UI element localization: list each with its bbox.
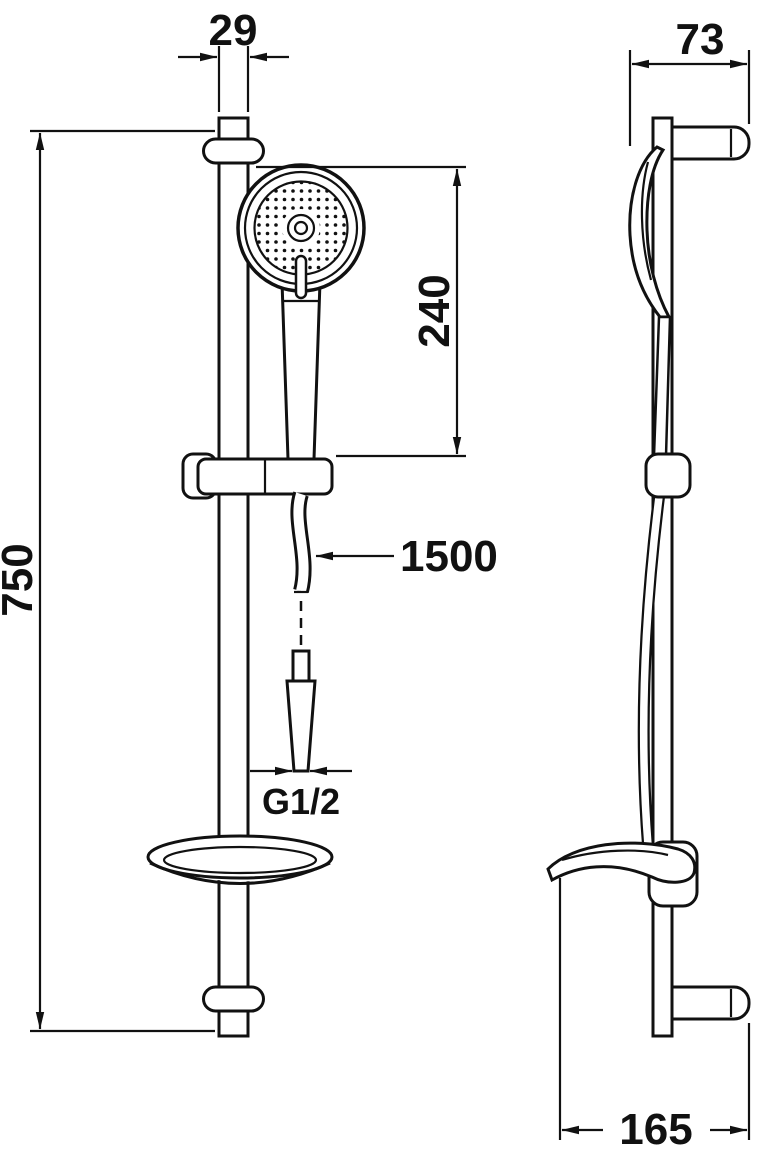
side-hose	[637, 496, 665, 846]
side-slider-holder	[644, 452, 692, 499]
side-dish-blade	[546, 841, 697, 884]
front-soap-dish	[146, 834, 334, 885]
dim-bar-height: 750	[0, 129, 215, 1033]
dish-outer-rim	[146, 834, 334, 880]
dim-hose-length: 1500	[315, 532, 498, 581]
dim-rail-width-label: 29	[209, 6, 258, 55]
dim-hose-length-label: 1500	[400, 532, 498, 581]
front-hose-connector	[285, 649, 317, 773]
dim-connector-thread-label: G1/2	[262, 781, 340, 822]
connector-nipple	[291, 649, 311, 683]
side-head-detail-line	[640, 161, 653, 281]
hose-fill	[293, 492, 309, 593]
dim-handshower-length: 240	[256, 165, 466, 458]
front-rail-top-collar	[202, 137, 265, 165]
head-center-dot-ring	[293, 220, 309, 236]
dim-side-width-label: 73	[676, 15, 725, 64]
dim-side-depth-label: 165	[619, 1105, 692, 1154]
dim-bar-height-label: 750	[0, 543, 42, 616]
side-hose-fill	[639, 496, 663, 846]
side-soap-dish	[546, 840, 699, 908]
dim-side-width: 73	[628, 15, 751, 146]
front-shower-head	[236, 163, 366, 300]
dim-rail-width: 29	[178, 6, 289, 112]
front-slider-holder	[181, 452, 334, 500]
dish-inner-rim	[162, 845, 318, 875]
dimension-annotations: 29 750 240 1500 G1/2	[0, 6, 751, 1154]
front-view	[146, 116, 366, 1038]
head-handle-slot	[294, 254, 308, 300]
front-hose	[290, 491, 312, 594]
side-dish-inner-line	[561, 849, 669, 862]
front-rail-bottom-collar	[202, 985, 265, 1013]
head-center-ring	[286, 213, 316, 243]
dim-handshower-length-label: 240	[410, 274, 459, 347]
dim-side-depth: 165	[558, 878, 751, 1154]
connector-cone	[285, 679, 317, 773]
side-view	[546, 116, 751, 1038]
side-shower-head	[628, 145, 672, 458]
dish-bottom-curve	[149, 861, 331, 885]
dim-connector-thread: G1/2	[250, 766, 352, 822]
